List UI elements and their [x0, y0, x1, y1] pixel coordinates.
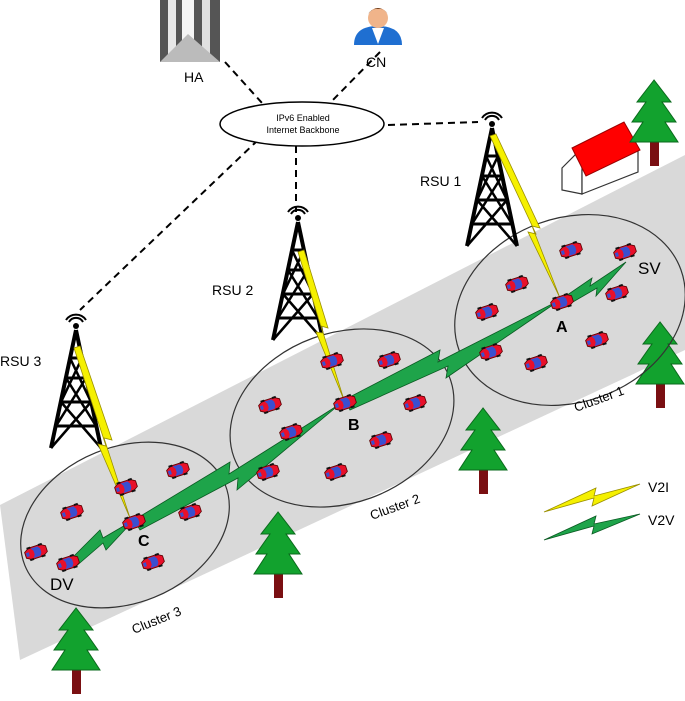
ha-label: HA — [184, 69, 204, 85]
rsu2-label: RSU 2 — [212, 282, 253, 298]
internet-backbone — [219, 101, 385, 147]
v2v-links — [67, 261, 627, 569]
sv-label: SV — [638, 259, 661, 278]
b-label: B — [348, 417, 360, 434]
v2i-links — [73, 133, 561, 519]
backbone-label-line2: Internet Backbone — [266, 125, 339, 135]
ha-server-icon — [160, 0, 220, 62]
backbone-label-line1: IPv6 Enabled — [276, 113, 330, 123]
dv-label: DV — [50, 575, 74, 594]
v2i-legend-bolt — [543, 483, 641, 513]
rsu3-tower-icon — [49, 312, 103, 450]
v2i-legend-label: V2I — [648, 479, 669, 495]
v2v-legend-bolt — [543, 513, 641, 541]
cn-person-icon — [354, 8, 402, 45]
house-icon — [561, 121, 641, 195]
c-label: C — [138, 533, 150, 550]
rsu1-label: RSU 1 — [420, 173, 461, 189]
rsu3-label: RSU 3 — [0, 353, 41, 369]
legend: V2I V2V — [543, 479, 675, 541]
cn-label: CN — [366, 54, 386, 70]
cluster-3-label: Cluster 3 — [130, 603, 184, 636]
v2v-legend-label: V2V — [648, 512, 675, 528]
cluster-1 — [454, 213, 685, 407]
rsu1-tower-icon — [465, 110, 519, 249]
backbone-links — [79, 51, 479, 311]
rsu2-tower-icon — [271, 204, 325, 342]
cluster-2 — [229, 328, 455, 508]
a-label: A — [556, 319, 568, 336]
